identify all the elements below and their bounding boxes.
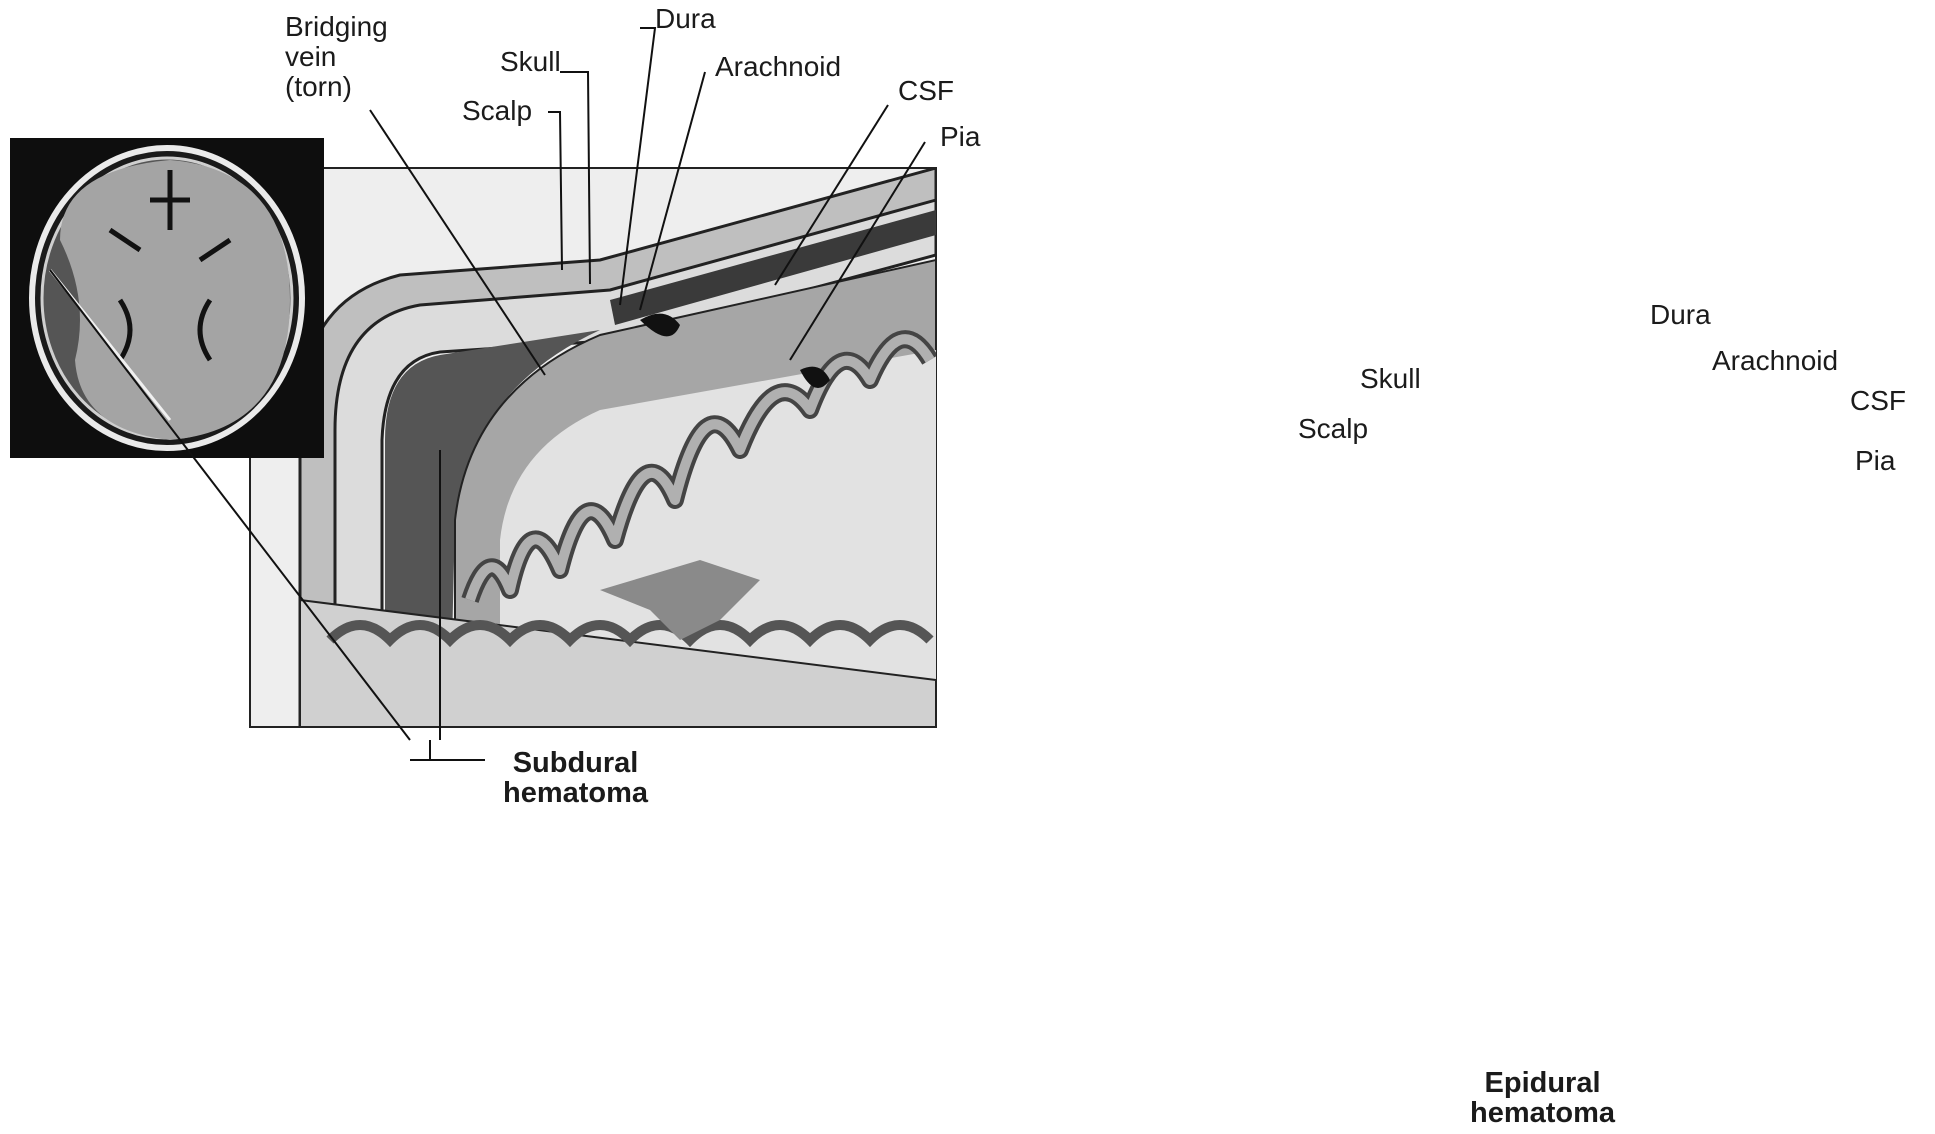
caption-epidural-hematoma: Epidural hematoma xyxy=(1470,1068,1615,1128)
label-scalp: Scalp xyxy=(462,96,532,126)
label-skull: Skull xyxy=(1360,364,1421,394)
label-dura: Dura xyxy=(1650,300,1711,330)
label-arachnoid: Arachnoid xyxy=(715,52,841,82)
label-scalp: Scalp xyxy=(1298,414,1368,444)
label-bridging-vein: Bridging vein (torn) xyxy=(285,12,388,102)
label-arachnoid: Arachnoid xyxy=(1712,346,1838,376)
label-skull: Skull xyxy=(500,47,561,77)
label-csf: CSF xyxy=(1850,386,1906,416)
label-csf: CSF xyxy=(898,76,954,106)
label-pia: Pia xyxy=(1855,446,1895,476)
caption-subdural-hematoma: Subdural hematoma xyxy=(503,748,648,808)
subdural-panel xyxy=(10,28,936,760)
subdural-ct-inset xyxy=(10,138,324,458)
label-dura: Dura xyxy=(655,4,716,34)
label-pia: Pia xyxy=(940,122,980,152)
